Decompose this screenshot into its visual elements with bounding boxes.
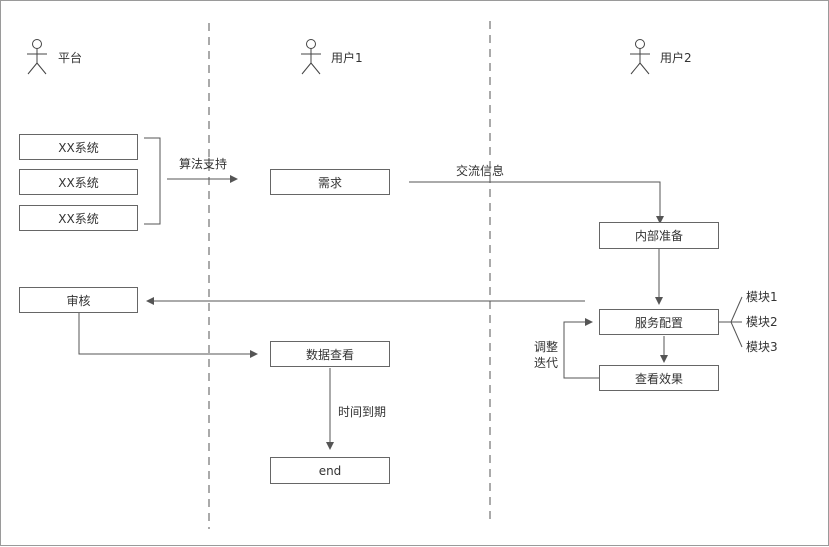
internal-prep-box: 内部准备 [599, 222, 719, 249]
systems-bracket [144, 137, 161, 225]
platform-actor-icon [27, 39, 47, 75]
system-box-3: XX系统 [19, 205, 138, 231]
lane-title-user2: 用户2 [660, 51, 692, 65]
end-box: end [270, 457, 390, 484]
review-to-data-arrow [78, 312, 258, 358]
data-view-box: 数据查看 [270, 341, 390, 367]
view-effect-box: 查看效果 [599, 365, 719, 391]
module-label-3: 模块3 [746, 340, 778, 354]
system-box-2: XX系统 [19, 169, 138, 195]
module-label-1: 模块1 [746, 290, 778, 304]
algorithm-support-label: 算法支持 [179, 157, 228, 171]
service-config-box: 服务配置 [599, 309, 719, 335]
module-line-1 [730, 296, 743, 323]
module-line-3 [730, 321, 743, 348]
lane-title-user1: 用户1 [331, 51, 363, 65]
demand-box: 需求 [270, 169, 390, 195]
adjust-label: 调整 [534, 340, 559, 354]
iterate-label: 迭代 [534, 356, 559, 370]
iterate-loop-arrow [563, 318, 599, 379]
user2-actor-icon [630, 39, 650, 75]
module-label-2: 模块2 [746, 315, 778, 329]
communicate-label: 交流信息 [456, 164, 505, 178]
review-box: 审核 [19, 287, 138, 313]
system-box-1: XX系统 [19, 134, 138, 160]
user1-actor-icon [301, 39, 321, 75]
communicate-arrow [409, 181, 664, 224]
time-expire-label: 时间到期 [338, 405, 387, 419]
lane-title-platform: 平台 [58, 51, 83, 65]
